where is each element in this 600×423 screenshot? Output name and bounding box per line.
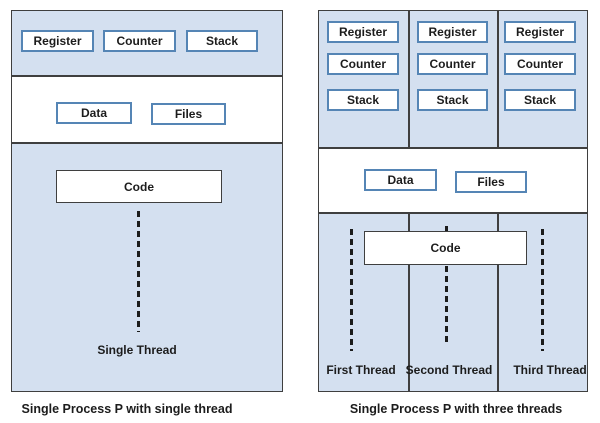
code-label: Code xyxy=(124,179,154,194)
right-shared-section: Data Files xyxy=(318,148,588,213)
register-box: Register xyxy=(327,21,399,43)
column-divider xyxy=(408,214,410,391)
stack-box: Stack xyxy=(417,89,488,111)
register-box: Register xyxy=(504,21,576,43)
left-registers-section: Register Counter Stack xyxy=(11,10,283,76)
column-divider xyxy=(408,11,410,147)
register-box: Register xyxy=(417,21,488,43)
stack-label: Stack xyxy=(205,34,239,48)
counter-label: Counter xyxy=(116,34,163,48)
counter-box: Counter xyxy=(327,53,399,75)
column-divider xyxy=(497,11,499,147)
second-thread-dashed-line xyxy=(445,226,448,346)
first-thread-dashed-line xyxy=(350,229,353,351)
data-box: Data xyxy=(56,102,132,124)
data-label: Data xyxy=(80,106,107,120)
files-label: Files xyxy=(174,107,203,121)
third-thread-dashed-line xyxy=(541,229,544,351)
single-thread-label: Single Thread xyxy=(97,343,177,357)
stack-box: Stack xyxy=(327,89,399,111)
single-thread-dashed-line xyxy=(137,211,140,332)
left-code-section: Code Single Thread xyxy=(11,143,283,392)
right-registers-section: Register Counter Stack Register Counter … xyxy=(318,10,588,148)
data-box: Data xyxy=(364,169,437,191)
register-label: Register xyxy=(33,34,82,48)
counter-box: Counter xyxy=(504,53,576,75)
right-diagram-caption: Single Process P with three threads xyxy=(349,402,563,416)
counter-box: Counter xyxy=(103,30,176,52)
second-thread-label: Second Thread xyxy=(405,363,493,377)
files-box: Files xyxy=(151,103,226,125)
stack-box: Stack xyxy=(186,30,258,52)
code-box: Code xyxy=(364,231,527,265)
stack-box: Stack xyxy=(504,89,576,111)
third-thread-label: Third Thread xyxy=(513,363,587,377)
register-box: Register xyxy=(21,30,94,52)
first-thread-label: First Thread xyxy=(326,363,396,377)
left-shared-section: Data Files xyxy=(11,76,283,143)
column-divider xyxy=(497,214,499,391)
files-box: Files xyxy=(455,171,527,193)
right-code-section: Code First Thread Second Thread Third Th… xyxy=(318,213,588,392)
counter-box: Counter xyxy=(417,53,488,75)
code-box: Code xyxy=(56,170,222,203)
left-diagram-caption: Single Process P with single thread xyxy=(21,402,233,416)
